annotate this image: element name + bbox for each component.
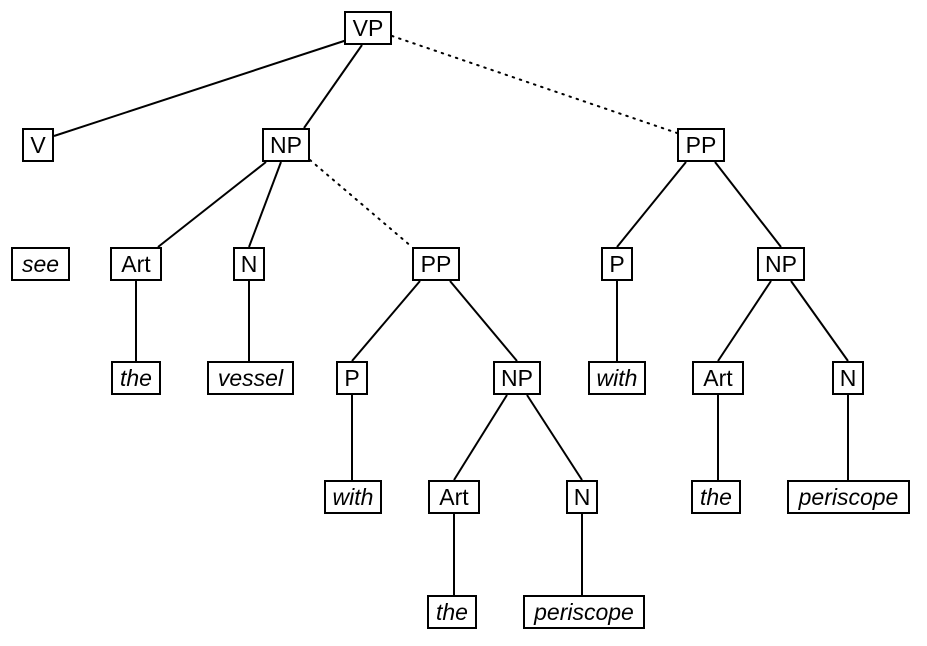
tree-node-label: NP [270, 131, 302, 158]
tree-edge-vp-pp2 [391, 35, 678, 134]
tree-node-label: N [839, 364, 857, 391]
tree-node-label: NP [765, 250, 797, 277]
tree-edge-np3-n3 [790, 280, 849, 362]
tree-node-label: periscope [798, 483, 899, 510]
tree-node-label: N [573, 483, 591, 510]
tree-node-n2[interactable]: N [566, 480, 598, 514]
tree-node-the1[interactable]: the [111, 361, 161, 395]
tree-node-with1[interactable]: with [324, 480, 382, 514]
tree-node-v[interactable]: V [22, 128, 54, 162]
tree-node-label: V [30, 131, 46, 158]
tree-edge-vp-np1 [303, 44, 363, 129]
tree-edge-np2-n2 [526, 394, 583, 481]
tree-node-label: the [436, 598, 468, 625]
tree-edge-np2-art2 [453, 394, 508, 481]
tree-node-label: PP [420, 250, 452, 277]
tree-edge-pp1-np2 [449, 280, 518, 362]
tree-node-vessel[interactable]: vessel [207, 361, 294, 395]
tree-edge-pp2-np3 [714, 161, 782, 248]
tree-edge-np1-n1 [248, 161, 282, 248]
tree-node-label: Art [121, 250, 151, 277]
tree-node-the3[interactable]: the [691, 480, 741, 514]
tree-node-art3[interactable]: Art [692, 361, 744, 395]
tree-edge-pp1-p1 [351, 280, 421, 362]
tree-node-periscope1[interactable]: periscope [523, 595, 645, 629]
tree-node-label: periscope [534, 598, 634, 625]
tree-node-label: P [609, 250, 625, 277]
tree-node-with2[interactable]: with [588, 361, 646, 395]
tree-node-vp[interactable]: VP [344, 11, 392, 45]
tree-node-np2[interactable]: NP [493, 361, 541, 395]
tree-node-label: VP [352, 14, 384, 41]
tree-node-label: Art [703, 364, 733, 391]
tree-node-pp2[interactable]: PP [677, 128, 725, 162]
tree-node-label: with [332, 483, 374, 510]
tree-node-label: with [596, 364, 638, 391]
tree-node-label: N [240, 250, 258, 277]
tree-node-label: NP [501, 364, 533, 391]
tree-node-art2[interactable]: Art [428, 480, 480, 514]
tree-node-n1[interactable]: N [233, 247, 265, 281]
tree-node-np1[interactable]: NP [262, 128, 310, 162]
tree-node-see[interactable]: see [11, 247, 70, 281]
tree-node-pp1[interactable]: PP [412, 247, 460, 281]
tree-node-label: vessel [217, 364, 284, 391]
tree-node-label: P [344, 364, 360, 391]
tree-edge-vp-v [53, 39, 348, 137]
tree-node-label: Art [439, 483, 469, 510]
tree-node-label: PP [685, 131, 717, 158]
tree-node-p1[interactable]: P [336, 361, 368, 395]
tree-edge-pp2-p2 [616, 161, 687, 248]
tree-node-np3[interactable]: NP [757, 247, 805, 281]
tree-node-label: the [700, 483, 732, 510]
tree-node-p2[interactable]: P [601, 247, 633, 281]
tree-node-art1[interactable]: Art [110, 247, 162, 281]
tree-node-the2[interactable]: the [427, 595, 477, 629]
tree-node-n3[interactable]: N [832, 361, 864, 395]
tree-edge-np1-art1 [157, 161, 267, 248]
tree-edge-np3-art3 [717, 280, 772, 362]
tree-node-periscope2[interactable]: periscope [787, 480, 910, 514]
tree-node-label: see [21, 250, 60, 277]
tree-node-label: the [120, 364, 152, 391]
tree-edge-np1-pp1 [309, 159, 413, 248]
